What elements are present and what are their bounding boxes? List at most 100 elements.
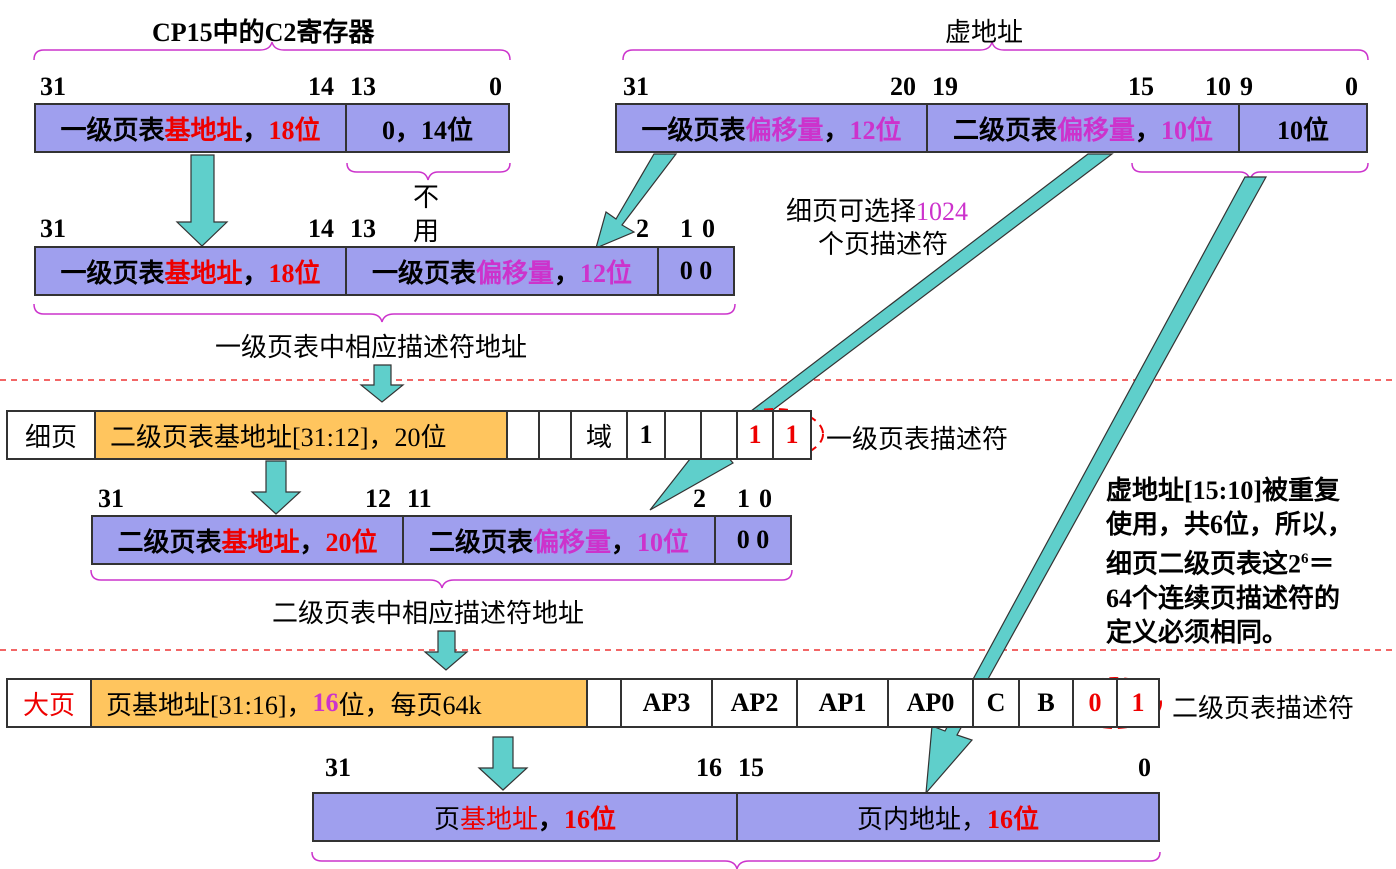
cp15-base-sep: ， bbox=[242, 115, 269, 145]
desc2-bit0-cell: 1 bbox=[1116, 678, 1160, 728]
vaddr-bit-31: 31 bbox=[623, 72, 649, 101]
d1a-base-key: 基地址 bbox=[164, 258, 243, 288]
cp15-base-prefix: 一级页表 bbox=[60, 115, 165, 145]
d1a-bit-2: 2 bbox=[636, 214, 649, 243]
cp15-base-key: 基地址 bbox=[164, 115, 243, 145]
d2a-base-sep: ， bbox=[299, 527, 326, 557]
desc2-ap3-cell: AP3 bbox=[620, 678, 713, 728]
desc2-label: 二级页表描述符 bbox=[1172, 694, 1355, 723]
desc1-label: 一级页表描述符 bbox=[826, 425, 1009, 454]
vaddr-bit-0: 0 bbox=[1345, 72, 1358, 101]
d1a-caption: 一级页表中相应描述符地址 bbox=[215, 333, 528, 362]
d1a-zero-field: 0 0 bbox=[657, 246, 735, 296]
d2a-bit-0: 0 bbox=[759, 484, 772, 513]
desc1-bit0-cell: 1 bbox=[772, 410, 812, 460]
vaddr-bit-19: 19 bbox=[932, 72, 958, 101]
phys-bit-15: 15 bbox=[738, 753, 764, 782]
vaddr-l2-sep: ， bbox=[1135, 115, 1162, 145]
phys-base-bits: 16位 bbox=[564, 804, 617, 834]
d1a-bit-1: 1 bbox=[680, 214, 693, 243]
phys-offset-field: 页内地址，16位 bbox=[736, 792, 1160, 842]
cp15-base-bits: 18位 bbox=[268, 115, 321, 145]
desc1-blank-3 bbox=[664, 410, 702, 460]
desc2-ap0-cell: AP0 bbox=[887, 678, 974, 728]
phys-base-prefix: 页 bbox=[433, 804, 460, 834]
d1a-offset-field: 一级页表偏移量，12位 bbox=[345, 246, 659, 296]
brace-unused bbox=[346, 162, 511, 181]
arrow-down-base20 bbox=[250, 460, 302, 515]
vaddr-l1-offset-field: 一级页表偏移量，12位 bbox=[615, 103, 928, 153]
d2a-base-field: 二级页表基地址，20位 bbox=[91, 515, 404, 565]
cp15-zero-field: 0，14位 bbox=[345, 103, 510, 153]
desc2-bit1-cell: 0 bbox=[1072, 678, 1118, 728]
phys-bit-16: 16 bbox=[696, 753, 722, 782]
desc1-base-cell: 二级页表基地址[31:12]，20位 bbox=[94, 410, 508, 460]
fine-note-line1: 细页可选择1024 bbox=[786, 191, 968, 228]
desc2-base-suffix: 位，每页64k bbox=[338, 690, 482, 720]
d2a-offset-key: 偏移量 bbox=[532, 527, 611, 557]
desc1-domain-cell: 域 bbox=[570, 410, 628, 460]
desc1-blank-2 bbox=[538, 410, 572, 460]
reuse-note-line3: 细页二级页表这26＝ bbox=[1106, 542, 1353, 582]
desc2-type-cell: 大页 bbox=[6, 678, 92, 728]
desc2-c-cell: C bbox=[972, 678, 1020, 728]
d2a-base-prefix: 二级页表 bbox=[117, 527, 222, 557]
brace-phys bbox=[311, 851, 1161, 869]
desc2-base-num: 16 bbox=[312, 688, 339, 717]
vaddr-bit-20: 20 bbox=[890, 72, 916, 101]
brace-cp15 bbox=[33, 41, 511, 61]
phys-base-field: 页基地址，16位 bbox=[312, 792, 738, 842]
cp15-bit-0: 0 bbox=[489, 72, 502, 101]
d1a-bit-0: 0 bbox=[702, 214, 715, 243]
arrow-offset16 bbox=[925, 176, 1268, 795]
d1a-offset-sep: ， bbox=[554, 258, 581, 288]
unused-bottom: 用 bbox=[413, 217, 440, 246]
desc1-bit1-cell: 1 bbox=[736, 410, 774, 460]
d1a-bit-31: 31 bbox=[40, 214, 66, 243]
reuse-note-exponent: 6 bbox=[1301, 551, 1309, 567]
d2a-base-key: 基地址 bbox=[221, 527, 300, 557]
d2a-bit-2: 2 bbox=[693, 484, 706, 513]
arrow-down-base16 bbox=[477, 736, 529, 791]
desc2-b-cell: B bbox=[1018, 678, 1074, 728]
vaddr-l1-bits: 12位 bbox=[849, 115, 902, 145]
cp15-title: CP15中的C2寄存器 bbox=[152, 18, 375, 47]
arrow-down-desc2 bbox=[423, 630, 469, 671]
vaddr-l1-prefix: 一级页表 bbox=[641, 115, 746, 145]
vaddr-l1-sep: ， bbox=[823, 115, 850, 145]
phys-bit-31: 31 bbox=[325, 753, 351, 782]
fine-note-num: 1024 bbox=[916, 197, 969, 226]
arrow-offset12 bbox=[595, 153, 678, 250]
desc2-ap2-cell: AP2 bbox=[711, 678, 798, 728]
d2a-zero-field: 0 0 bbox=[714, 515, 792, 565]
d2a-base-bits: 20位 bbox=[325, 527, 378, 557]
vaddr-bit-10: 10 bbox=[1205, 72, 1231, 101]
d1a-offset-bits: 12位 bbox=[580, 258, 633, 288]
desc2-blank bbox=[586, 678, 622, 728]
d1a-base-sep: ， bbox=[242, 258, 269, 288]
desc1-blank-4 bbox=[700, 410, 738, 460]
vaddr-l2-key: 偏移量 bbox=[1056, 115, 1135, 145]
desc1-one-cell: 1 bbox=[626, 410, 666, 460]
reuse-note-line3-prefix: 细页二级页表这2 bbox=[1106, 549, 1302, 579]
phys-offset-prefix: 页内地址， bbox=[856, 804, 987, 834]
d2a-offset-prefix: 二级页表 bbox=[428, 527, 533, 557]
d2a-bit-12: 12 bbox=[365, 484, 391, 513]
vaddr-l1-key: 偏移量 bbox=[745, 115, 824, 145]
vaddr-l2-bits: 10位 bbox=[1161, 115, 1214, 145]
unused-top: 不 bbox=[413, 183, 440, 212]
ellipse-desc1-tail bbox=[726, 408, 824, 460]
d1a-bit-13: 13 bbox=[350, 214, 376, 243]
d1a-base-bits: 18位 bbox=[268, 258, 321, 288]
vaddr-bit-15: 15 bbox=[1128, 72, 1154, 101]
phys-base-sep: ， bbox=[538, 804, 565, 834]
brace-desc2-addr bbox=[90, 569, 793, 589]
reuse-note: 虚地址[15:10]被重复 使用，共6位，所以， 细页二级页表这26＝ 64个连… bbox=[1106, 474, 1353, 650]
brace-vaddr bbox=[622, 41, 1369, 61]
d2a-caption: 二级页表中相应描述符地址 bbox=[272, 599, 585, 628]
arrow-down-desc1 bbox=[359, 364, 405, 403]
d2a-offset-field: 二级页表偏移量，10位 bbox=[402, 515, 716, 565]
desc2-base-prefix: 页基地址[31:16]， bbox=[106, 690, 313, 720]
d2a-offset-bits: 10位 bbox=[637, 527, 690, 557]
reuse-note-line4: 64个连续页描述符的 bbox=[1106, 583, 1341, 613]
